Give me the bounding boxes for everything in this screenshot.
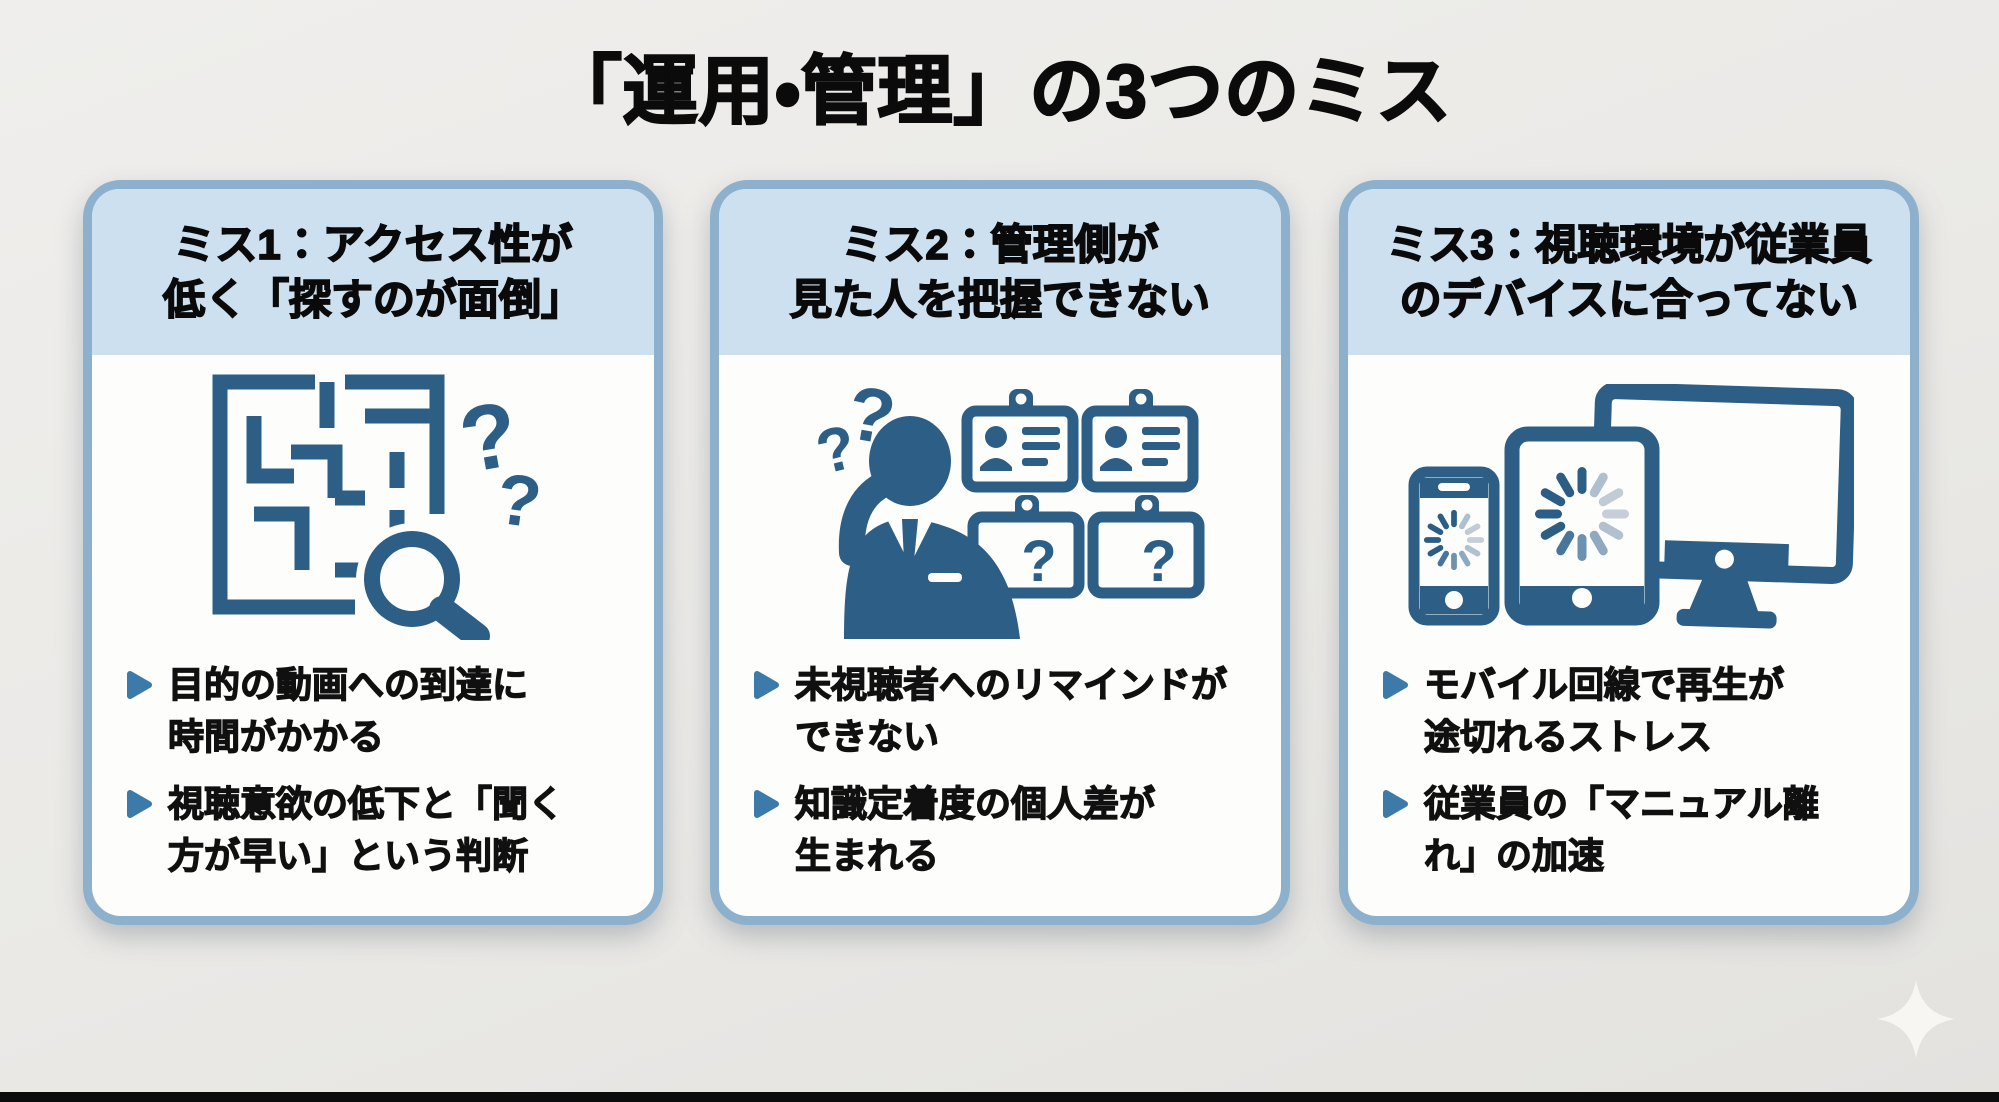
play-bullet-icon <box>127 789 152 818</box>
play-bullet-icon <box>127 671 152 700</box>
play-bullet-icon <box>754 671 779 700</box>
play-bullet-icon <box>1383 789 1408 818</box>
list-item: モバイル回線で再生が 途切れるストレス <box>1382 659 1888 763</box>
tablet-icon <box>1504 426 1660 626</box>
bullet-text: 未視聴者へのリマインドが できない <box>794 664 1228 758</box>
card-3-header: ミス3：視聴環境が従業員 のデバイスに合ってない <box>1348 189 1910 355</box>
card-2-title: ミス2：管理側が 見た人を把握できない <box>789 220 1211 324</box>
devices-loading-icon <box>1408 384 1854 629</box>
list-item: 未視聴者へのリマインドが できない <box>753 659 1259 763</box>
card-2-icon-area: ? ? ? ? <box>719 355 1281 659</box>
card-3-icon-area <box>1348 355 1910 659</box>
card-1-bullet-list: 目的の動画への到達に 時間がかかる 視聴意欲の低下と「聞く 方が早い」という判断 <box>92 659 654 882</box>
list-item: 目的の動画への到達に 時間がかかる <box>126 659 632 763</box>
card-2-header: ミス2：管理側が 見た人を把握できない <box>719 189 1281 355</box>
card-1-icon-area: ? ? <box>92 355 654 659</box>
desktop-monitor-icon <box>1589 384 1854 629</box>
list-item: 視聴意欲の低下と「聞く 方が早い」という判断 <box>126 778 632 882</box>
bullet-text: 従業員の「マニュアル離 れ」の加速 <box>1423 782 1819 876</box>
bullet-text: 知識定着度の個人差が 生まれる <box>794 782 1156 876</box>
confused-manager-badges-icon: ? ? ? ? <box>810 375 1205 640</box>
bullet-text: 視聴意欲の低下と「聞く 方が早い」という判断 <box>167 782 565 876</box>
list-item: 知識定着度の個人差が 生まれる <box>753 778 1259 882</box>
card-mistake-1: ミス1：アクセス性が 低く「探すのが面倒」 <box>83 180 663 925</box>
bullet-text: 目的の動画への到達に 時間がかかる <box>167 664 529 758</box>
maze-search-icon: ? ? <box>212 374 541 641</box>
card-1-header: ミス1：アクセス性が 低く「探すのが面倒」 <box>92 189 654 355</box>
card-mistake-3: ミス3：視聴環境が従業員 のデバイスに合ってない <box>1339 180 1919 925</box>
question-mark-glyph: ? <box>1141 529 1176 594</box>
smartphone-icon <box>1408 466 1500 626</box>
list-item: 従業員の「マニュアル離 れ」の加速 <box>1382 778 1888 882</box>
bottom-bar <box>0 1092 1999 1102</box>
magnifier-handle <box>429 596 490 641</box>
bullet-text: モバイル回線で再生が 途切れるストレス <box>1423 664 1785 758</box>
card-1-title: ミス1：アクセス性が 低く「探すのが面倒」 <box>162 220 584 324</box>
sparkle-icon <box>1877 980 1955 1058</box>
card-3-bullet-list: モバイル回線で再生が 途切れるストレス 従業員の「マニュアル離 れ」の加速 <box>1348 659 1910 882</box>
id-badges: ? ? <box>961 389 1205 599</box>
magnifier-lens <box>364 531 460 628</box>
card-2-bullet-list: 未視聴者へのリマインドが できない 知識定着度の個人差が 生まれる <box>719 659 1281 882</box>
question-mark-glyph: ? <box>1021 529 1056 594</box>
play-bullet-icon <box>1383 671 1408 700</box>
page-title: 「運用・管理」の3つのミス <box>546 48 1453 134</box>
play-bullet-icon <box>754 789 779 818</box>
card-mistake-2: ミス2：管理側が 見た人を把握できない <box>710 180 1290 925</box>
question-mark-glyph: ? <box>491 459 541 544</box>
card-3-title: ミス3：視聴環境が従業員 のデバイスに合ってない <box>1385 220 1872 324</box>
